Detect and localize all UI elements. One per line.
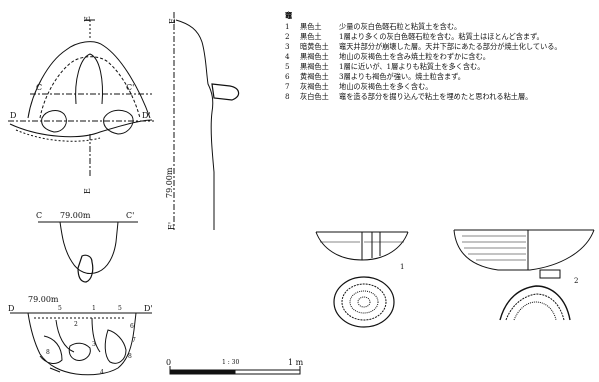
label-d-prime-section: D' bbox=[144, 304, 153, 313]
scale-ratio: 1 : 30 bbox=[222, 359, 240, 366]
legend-description: 1層に近いが、1層よりも粘質土を多く含む。 bbox=[339, 62, 485, 71]
legend-soil-name: 灰褐色土 bbox=[300, 82, 329, 91]
scale-start: 0 bbox=[166, 358, 172, 367]
legend-row: 3 暗黄色土 竈天井部分が崩壊した層。天井下部にあたる部分が焼土化している。 bbox=[285, 42, 595, 52]
legend-description: 3層よりも褐色が強い。焼土粒含まず。 bbox=[339, 72, 465, 81]
dd-section-profile bbox=[10, 312, 152, 376]
label-c: C bbox=[36, 83, 43, 92]
layer-number: 3 bbox=[92, 341, 96, 348]
vessel-1-drawing bbox=[315, 231, 409, 261]
stratigraphy-legend: 竈 1 黒色土 少量の灰白色軽石粒と粘質土を含む。 2 黒色土 1層より多くの灰… bbox=[285, 11, 595, 102]
legend-number: 5 bbox=[285, 62, 290, 71]
legend-row: 5 黒褐色土 1層に近いが、1層よりも粘質土を多く含む。 bbox=[285, 62, 595, 72]
legend-soil-name: 黒色土 bbox=[300, 32, 322, 41]
legend-soil-name: 暗黄色土 bbox=[300, 42, 329, 51]
vessel-2-base-drawing bbox=[499, 285, 571, 321]
layer-number: 5 bbox=[58, 305, 62, 312]
legend-row: 4 黒褐色土 地山の灰褐色土を含み焼土粒をわずかに含む。 bbox=[285, 52, 595, 62]
scale-bar bbox=[169, 366, 301, 375]
label-c-prime: C' bbox=[126, 83, 135, 92]
layer-number: 8 bbox=[128, 353, 132, 360]
legend-description: 1層より多くの灰白色軽石粒を含む。粘質土はほとんど含まず。 bbox=[339, 32, 544, 41]
legend-soil-name: 黒褐色土 bbox=[300, 52, 329, 61]
legend-number: 8 bbox=[285, 92, 290, 101]
elevation-e-section: 79.00m bbox=[165, 167, 174, 199]
legend-description: 地山の灰褐色土を多く含む。 bbox=[339, 82, 433, 91]
legend-row: 2 黒色土 1層より多くの灰白色軽石粒を含む。粘質土はほとんど含まず。 bbox=[285, 32, 595, 42]
label-e-top: E bbox=[83, 16, 92, 22]
legend-soil-name: 黄褐色土 bbox=[300, 72, 329, 81]
vessel-2-drawing bbox=[453, 229, 595, 279]
legend-number: 4 bbox=[285, 52, 290, 61]
label-e-prime-bottom: E' bbox=[167, 221, 176, 230]
artifact-number-1: 1 bbox=[400, 263, 405, 271]
legend-number: 1 bbox=[285, 22, 290, 31]
layer-number: 8 bbox=[46, 349, 50, 356]
legend-description: 竈天井部分が崩壊した層。天井下部にあたる部分が焼土化している。 bbox=[339, 42, 562, 51]
label-d-section: D bbox=[8, 304, 15, 313]
legend-description: 少量の灰白色軽石粒と粘質土を含む。 bbox=[339, 22, 462, 31]
label-c-prime-section: C' bbox=[126, 211, 135, 220]
legend-soil-name: 黒色土 bbox=[300, 22, 322, 31]
layer-number: 1 bbox=[92, 305, 96, 312]
legend-number: 3 bbox=[285, 42, 290, 51]
legend-description: 竈を造る部分を掘り込んで粘土を埋めたと思われる粘土層。 bbox=[339, 92, 533, 101]
scale-end: 1 m bbox=[288, 358, 304, 367]
layer-number: 2 bbox=[74, 321, 78, 328]
artifact-number-2: 2 bbox=[574, 277, 579, 285]
legend-number: 7 bbox=[285, 82, 290, 91]
elevation-cc-section: 79.00m bbox=[60, 211, 91, 220]
legend-row: 1 黒色土 少量の灰白色軽石粒と粘質土を含む。 bbox=[285, 22, 595, 32]
vessel-1-base-drawing bbox=[333, 276, 395, 328]
cc-section-profile bbox=[38, 221, 138, 283]
label-c-section: C bbox=[36, 211, 43, 220]
legend-soil-name: 灰白色土 bbox=[300, 92, 329, 101]
layer-number: 4 bbox=[100, 369, 104, 376]
legend-row: 8 灰白色土 竈を造る部分を掘り込んで粘土を埋めたと思われる粘土層。 bbox=[285, 92, 595, 102]
legend-title: 竈 bbox=[285, 11, 293, 20]
label-d-prime: D' bbox=[142, 111, 151, 120]
layer-number: 6 bbox=[130, 323, 134, 330]
legend-soil-name: 黒褐色土 bbox=[300, 62, 329, 71]
elevation-dd-section: 79.00m bbox=[28, 295, 59, 304]
legend-number: 2 bbox=[285, 32, 290, 41]
label-d: D bbox=[10, 111, 17, 120]
legend-row: 6 黄褐色土 3層よりも褐色が強い。焼土粒含まず。 bbox=[285, 72, 595, 82]
kiln-plan-view bbox=[8, 19, 154, 176]
legend-description: 地山の灰褐色土を含み焼土粒をわずかに含む。 bbox=[339, 52, 490, 61]
label-e-middle: E bbox=[83, 188, 92, 194]
layer-number: 7 bbox=[132, 337, 136, 344]
legend-row: 7 灰褐色土 地山の灰褐色土を多く含む。 bbox=[285, 82, 595, 92]
label-e-right: E bbox=[168, 18, 177, 24]
legend-number: 6 bbox=[285, 72, 290, 81]
layer-number: 5 bbox=[118, 305, 122, 312]
e-section-profile bbox=[173, 12, 240, 230]
